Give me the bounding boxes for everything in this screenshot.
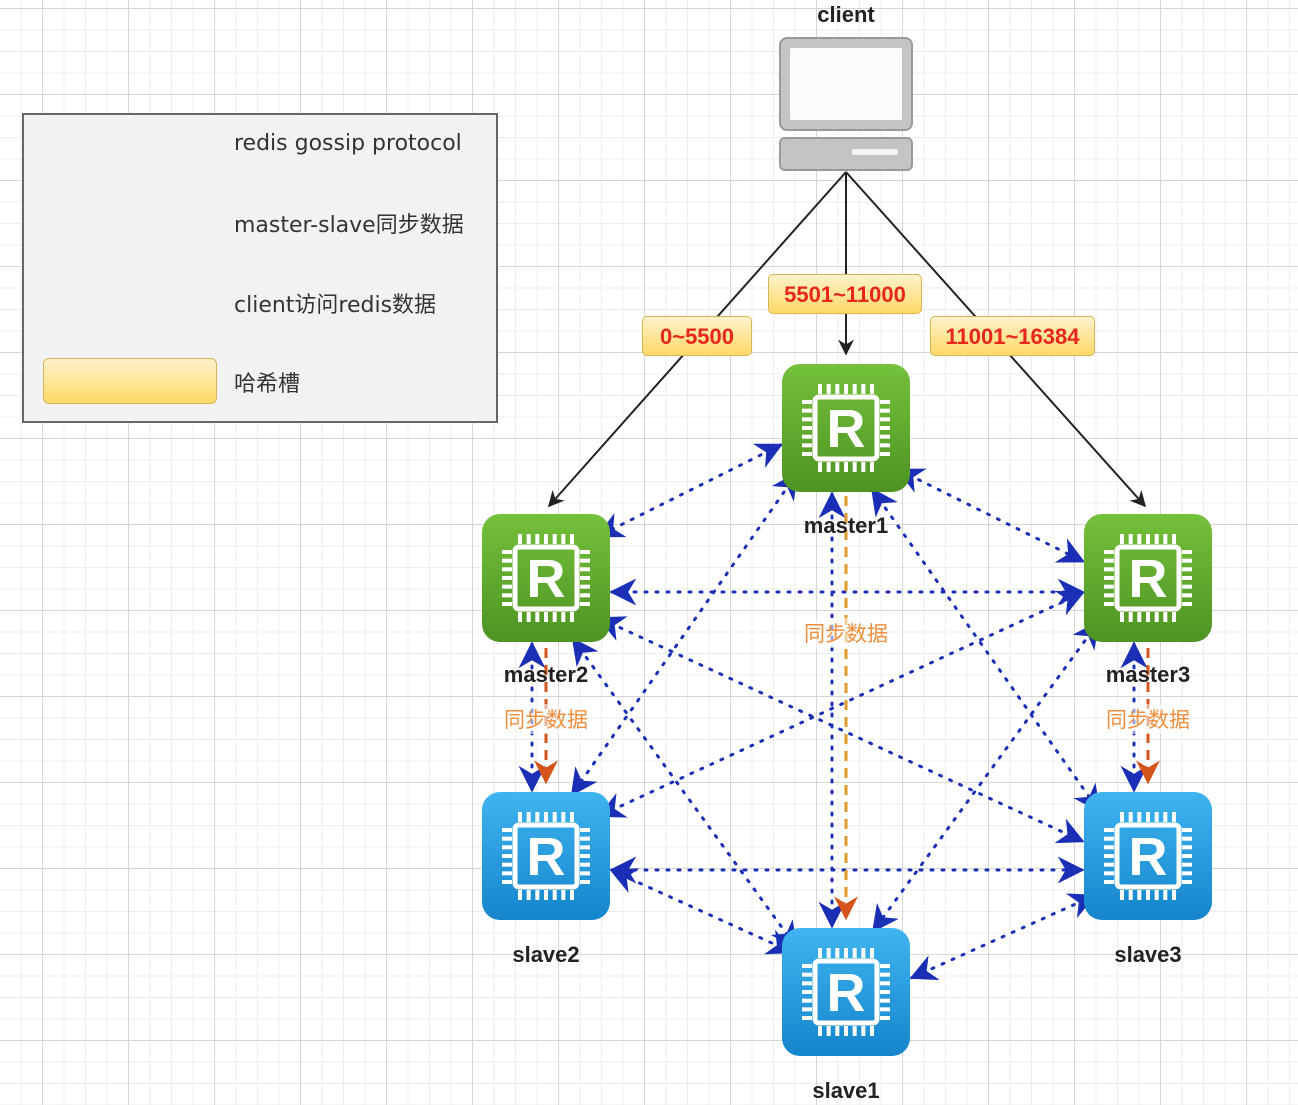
redis-glyph: R — [1129, 827, 1168, 887]
sync-label-master3-slave3: 同步数据 — [1106, 704, 1190, 734]
redis-glyph: R — [527, 549, 566, 609]
redis-chip-icon: R — [802, 948, 890, 1036]
redis-chip-icon: R — [502, 534, 590, 622]
slot-range-master3: 11001~16384 — [930, 316, 1095, 356]
gossip-link-master1-slave3 — [871, 487, 1101, 813]
master1-node[interactable]: R — [782, 364, 910, 492]
master3-label: master3 — [1105, 662, 1191, 687]
redis-chip-icon: R — [502, 812, 590, 900]
master3-node[interactable]: R — [1084, 514, 1212, 642]
gossip-link-master2-slave3 — [597, 616, 1085, 844]
redis-chip-icon: R — [802, 384, 890, 472]
slave2-node[interactable]: R — [482, 792, 610, 920]
legend-gossip-label: redis gossip protocol — [234, 131, 462, 156]
gossip-link-master3-slave2 — [597, 590, 1085, 818]
slave1-node[interactable]: R — [782, 928, 910, 1056]
redis-chip-icon: R — [1104, 534, 1192, 622]
legend-sync-label: master-slave同步数据 — [234, 213, 464, 238]
legend-hash-slot-label: 哈希槽 — [234, 372, 301, 397]
gossip-link-slave1-slave3 — [909, 893, 1097, 980]
gossip-link-master1-master2 — [596, 443, 784, 538]
master2-label: master2 — [503, 662, 589, 687]
slave3-node[interactable]: R — [1084, 792, 1212, 920]
slot-range-master1: 5501~11000 — [768, 274, 922, 314]
slave2-label: slave2 — [512, 942, 580, 967]
gossip-link-slave1-slave2 — [609, 868, 795, 955]
slave3-label: slave3 — [1114, 942, 1182, 967]
legend-hash-slot-swatch — [43, 358, 217, 404]
legend-client-label: client访问redis数据 — [234, 293, 437, 318]
redis-chip-icon: R — [1104, 812, 1192, 900]
master2-node[interactable]: R — [482, 514, 610, 642]
sync-label-master2-slave2: 同步数据 — [504, 704, 588, 734]
slave1-label: slave1 — [812, 1078, 880, 1103]
gossip-link-master1-master3 — [896, 468, 1086, 563]
redis-glyph: R — [827, 399, 866, 459]
gossip-link-master1-slave2 — [570, 471, 799, 797]
sync-label-master1-slave1: 同步数据 — [804, 618, 888, 648]
slot-range-master2: 0~5500 — [642, 316, 752, 356]
master1-label: master1 — [803, 513, 889, 538]
redis-glyph: R — [827, 963, 866, 1023]
gossip-link-master3-slave1 — [871, 620, 1100, 933]
redis-glyph: R — [1129, 549, 1168, 609]
client-label: client — [817, 2, 875, 27]
redis-glyph: R — [527, 827, 566, 887]
computer-icon — [779, 37, 913, 171]
